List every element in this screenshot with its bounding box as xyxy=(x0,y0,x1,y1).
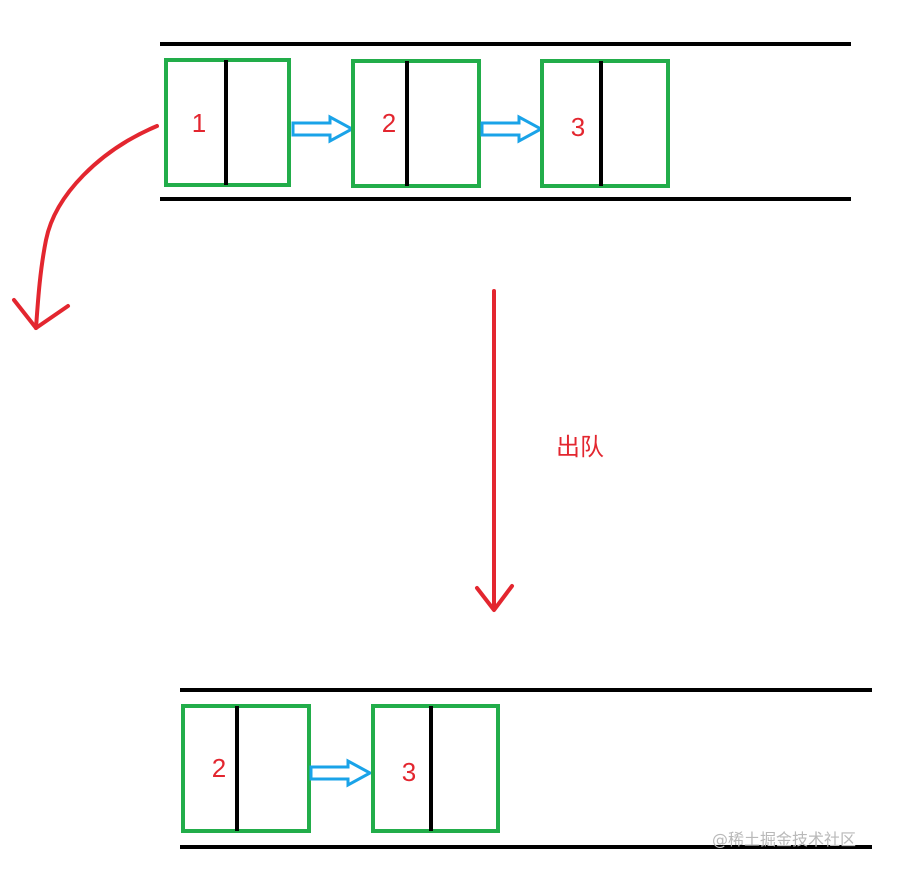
top-node-1: 1 xyxy=(164,58,291,187)
node-box xyxy=(371,704,500,833)
removed-node-arrow-icon xyxy=(12,124,159,330)
node-label: 3 xyxy=(571,112,585,142)
link-arrow-icon xyxy=(291,114,356,144)
node-label: 2 xyxy=(382,108,396,138)
link-arrow-icon xyxy=(480,114,545,144)
dequeue-arrow-icon xyxy=(475,289,514,612)
bottom-node-3: 3 xyxy=(371,704,500,833)
dequeue-label: 出队 xyxy=(556,433,604,461)
node-box xyxy=(181,704,311,833)
watermark-text: @稀土掘金技术社区 xyxy=(712,830,857,849)
link-arrow-icon xyxy=(309,758,374,788)
node-label: 2 xyxy=(212,753,226,783)
bottom-node-2: 2 xyxy=(181,704,311,833)
node-box xyxy=(540,59,670,188)
node-box xyxy=(351,59,481,188)
node-label: 3 xyxy=(402,757,416,787)
top-node-3: 3 xyxy=(540,59,670,188)
top-node-2: 2 xyxy=(351,59,481,188)
node-label: 1 xyxy=(192,108,206,138)
